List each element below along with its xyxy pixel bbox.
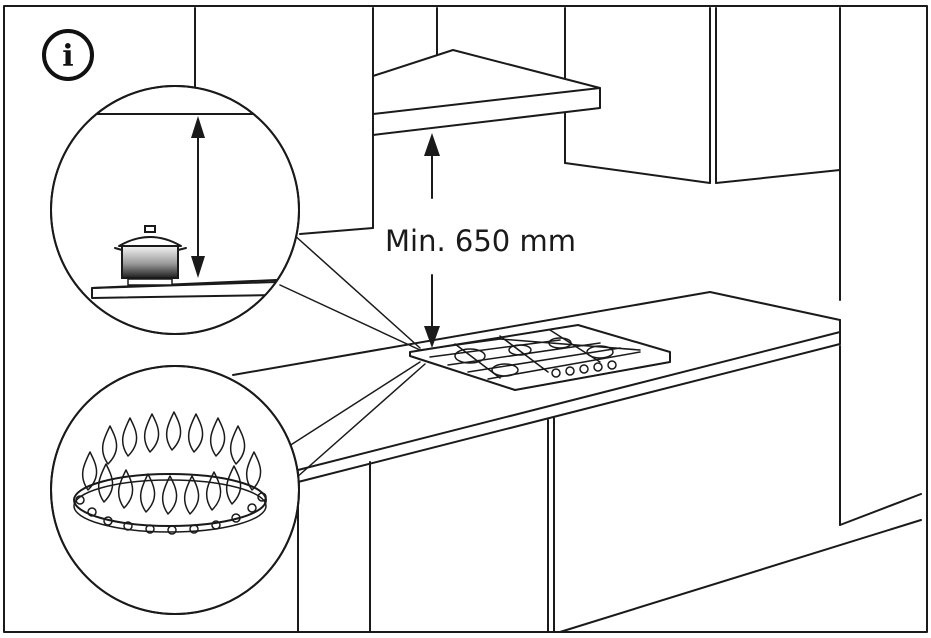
info-icon-glyph: i <box>62 39 73 74</box>
base-cabinets <box>297 345 922 633</box>
height-dimension-arrow <box>424 133 440 348</box>
countertop <box>232 291 841 483</box>
diagram-border <box>3 5 928 633</box>
burner-flame-callout <box>50 365 300 615</box>
gas-hob <box>409 324 671 391</box>
pot-clearance-callout <box>50 85 300 335</box>
range-hood <box>372 49 601 136</box>
min-height-label: Min. 650 mm <box>385 224 576 258</box>
callout-lines <box>279 233 426 479</box>
info-icon: i <box>42 29 94 81</box>
